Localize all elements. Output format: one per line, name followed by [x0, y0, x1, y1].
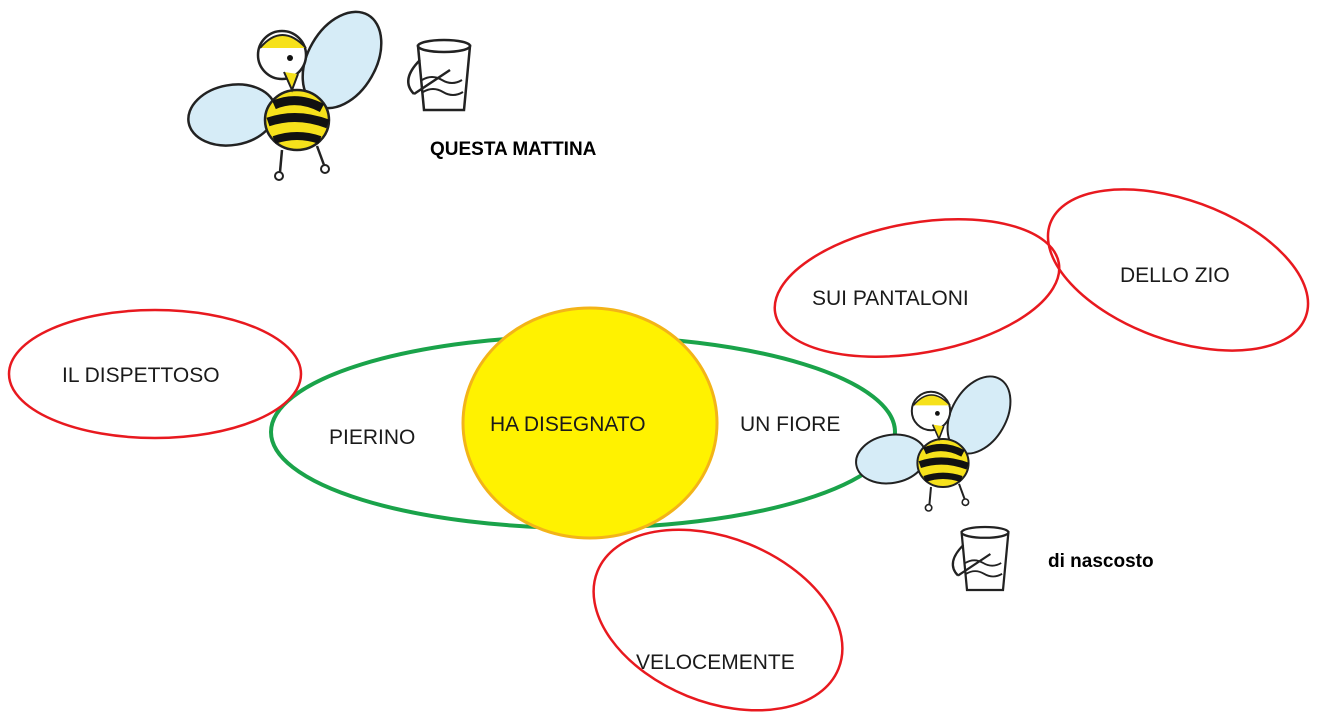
verb-circle — [461, 306, 719, 540]
label-di-nascosto: di nascosto — [1048, 551, 1154, 572]
complement-ellipse-zio — [1046, 188, 1310, 352]
label-dello-zio: DELLO ZIO — [1120, 264, 1230, 287]
label-velocemente: VELOCEMENTE — [636, 651, 795, 674]
label-questa-mattina: QUESTA MATTINA — [430, 139, 597, 160]
label-un-fiore: UN FIORE — [740, 413, 841, 436]
bee-icon — [852, 365, 1023, 511]
label-ha-disegnato: HA DISEGNATO — [490, 413, 646, 436]
label-sui-pantaloni: SUI PANTALONI — [812, 287, 969, 310]
label-pierino: PIERINO — [329, 426, 416, 449]
label-il-dispettoso: IL DISPETTOSO — [62, 364, 220, 387]
complement-ellipse-pantaloni — [773, 218, 1061, 358]
complement-ellipse-velocemente — [592, 528, 844, 712]
bucket-icon — [951, 525, 1010, 592]
complement-ellipse-dispettoso — [7, 308, 303, 440]
bee-icon — [183, 0, 397, 180]
bucket-icon — [406, 38, 472, 112]
